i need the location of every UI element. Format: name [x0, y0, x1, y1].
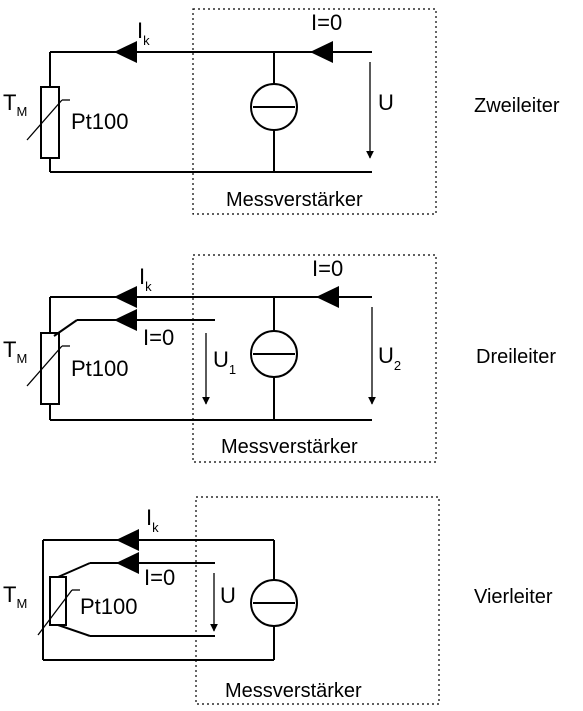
voltage2-label: U2	[378, 343, 401, 373]
pt100-resistor	[26, 332, 70, 405]
voltage-label: U	[220, 583, 236, 608]
sensor-label: Pt100	[71, 109, 129, 134]
current-label: Ik	[146, 505, 159, 535]
current-arrow-ik	[114, 286, 137, 308]
zero-current-label-right: I=0	[312, 256, 343, 281]
amplifier-box	[195, 496, 440, 705]
sensor-label: Pt100	[71, 356, 129, 381]
sensor-label: Pt100	[80, 594, 138, 619]
current-source	[250, 579, 298, 627]
zero-current-label: I=0	[311, 10, 342, 35]
current-label: Ik	[139, 264, 152, 294]
current-source	[250, 330, 298, 378]
current-arrow-ik	[116, 529, 139, 551]
panel-zweileiter: Ik I=0 U TM Pt100 Messverstärker Zweilei…	[3, 8, 560, 215]
amplifier-label: Messverstärker	[221, 436, 358, 458]
sense-wire-lower-diagonal	[57, 624, 91, 637]
panel-dreileiter: Ik I=0 I=0 U1 U2 TM Pt100 Messverstärker…	[3, 254, 556, 463]
voltage-label: U	[378, 90, 394, 115]
current-arrow-zero-left	[114, 309, 137, 331]
circuit-type-label: Vierleiter	[474, 586, 553, 608]
amplifier-label: Messverstärker	[225, 680, 362, 702]
temperature-label: TM	[3, 582, 27, 611]
current-source	[250, 83, 298, 131]
amplifier-box	[192, 8, 437, 215]
current-arrow-zero	[310, 41, 333, 63]
zero-current-label: I=0	[144, 565, 175, 590]
sense-wire-upper-diagonal	[57, 562, 91, 578]
temperature-label: TM	[3, 90, 27, 119]
pt100-resistor	[26, 86, 70, 159]
panel-vierleiter: Ik I=0 U TM Pt100 Messverstärker Vierlei…	[3, 496, 553, 705]
amplifier-box	[192, 254, 437, 463]
circuit-type-label: Zweileiter	[474, 95, 560, 117]
current-arrow-zero	[116, 552, 139, 574]
current-arrow-ik	[114, 41, 137, 63]
circuit-type-label: Dreileiter	[476, 346, 556, 368]
temperature-label: TM	[3, 337, 27, 366]
zero-current-label-left: I=0	[143, 325, 174, 350]
current-arrow-zero-right	[316, 286, 339, 308]
amplifier-label: Messverstärker	[226, 189, 363, 211]
current-label: Ik	[137, 18, 150, 48]
voltage1-label: U1	[213, 347, 236, 377]
